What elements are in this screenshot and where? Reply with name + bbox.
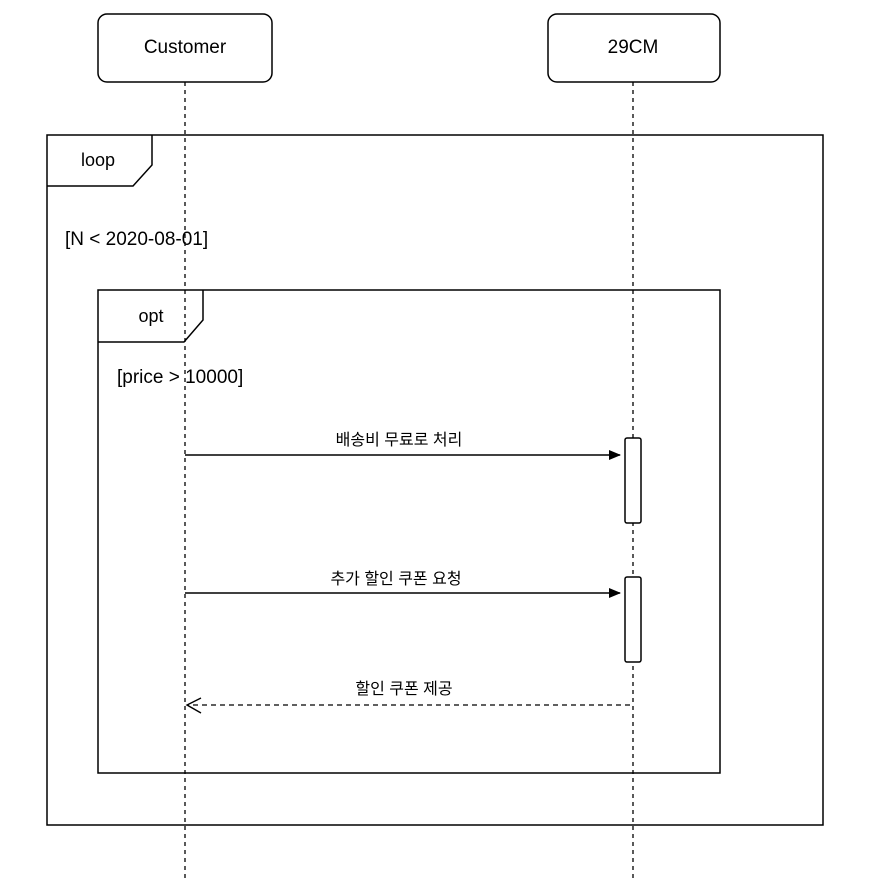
activation-bar xyxy=(624,576,642,663)
loop-frame-keyword: loop xyxy=(81,150,115,170)
opt-frame-guard: [price > 10000] xyxy=(117,367,243,388)
message-1: 배송비 무료로 처리 xyxy=(185,431,621,460)
message-2: 추가 할인 쿠폰 요청 xyxy=(185,570,621,598)
participant-service: 29CM xyxy=(547,13,721,83)
message-1-label: 배송비 무료로 처리 xyxy=(336,431,463,449)
participant-customer-label: Customer xyxy=(144,37,227,58)
opt-frame: opt [price > 10000] xyxy=(97,289,721,774)
message-2-label: 추가 할인 쿠폰 요청 xyxy=(330,570,461,588)
participant-customer: Customer xyxy=(97,13,273,83)
participant-service-label: 29CM xyxy=(608,37,659,58)
opt-frame-keyword: opt xyxy=(138,306,163,326)
open-arrowhead-icon xyxy=(185,697,202,714)
message-3-label: 할인 쿠폰 제공 xyxy=(355,680,452,698)
loop-frame-guard: [N < 2020-08-01] xyxy=(65,229,208,250)
message-3: 할인 쿠폰 제공 xyxy=(185,680,630,714)
activation-bar xyxy=(624,437,642,524)
loop-frame: loop [N < 2020-08-01] xyxy=(46,134,824,826)
